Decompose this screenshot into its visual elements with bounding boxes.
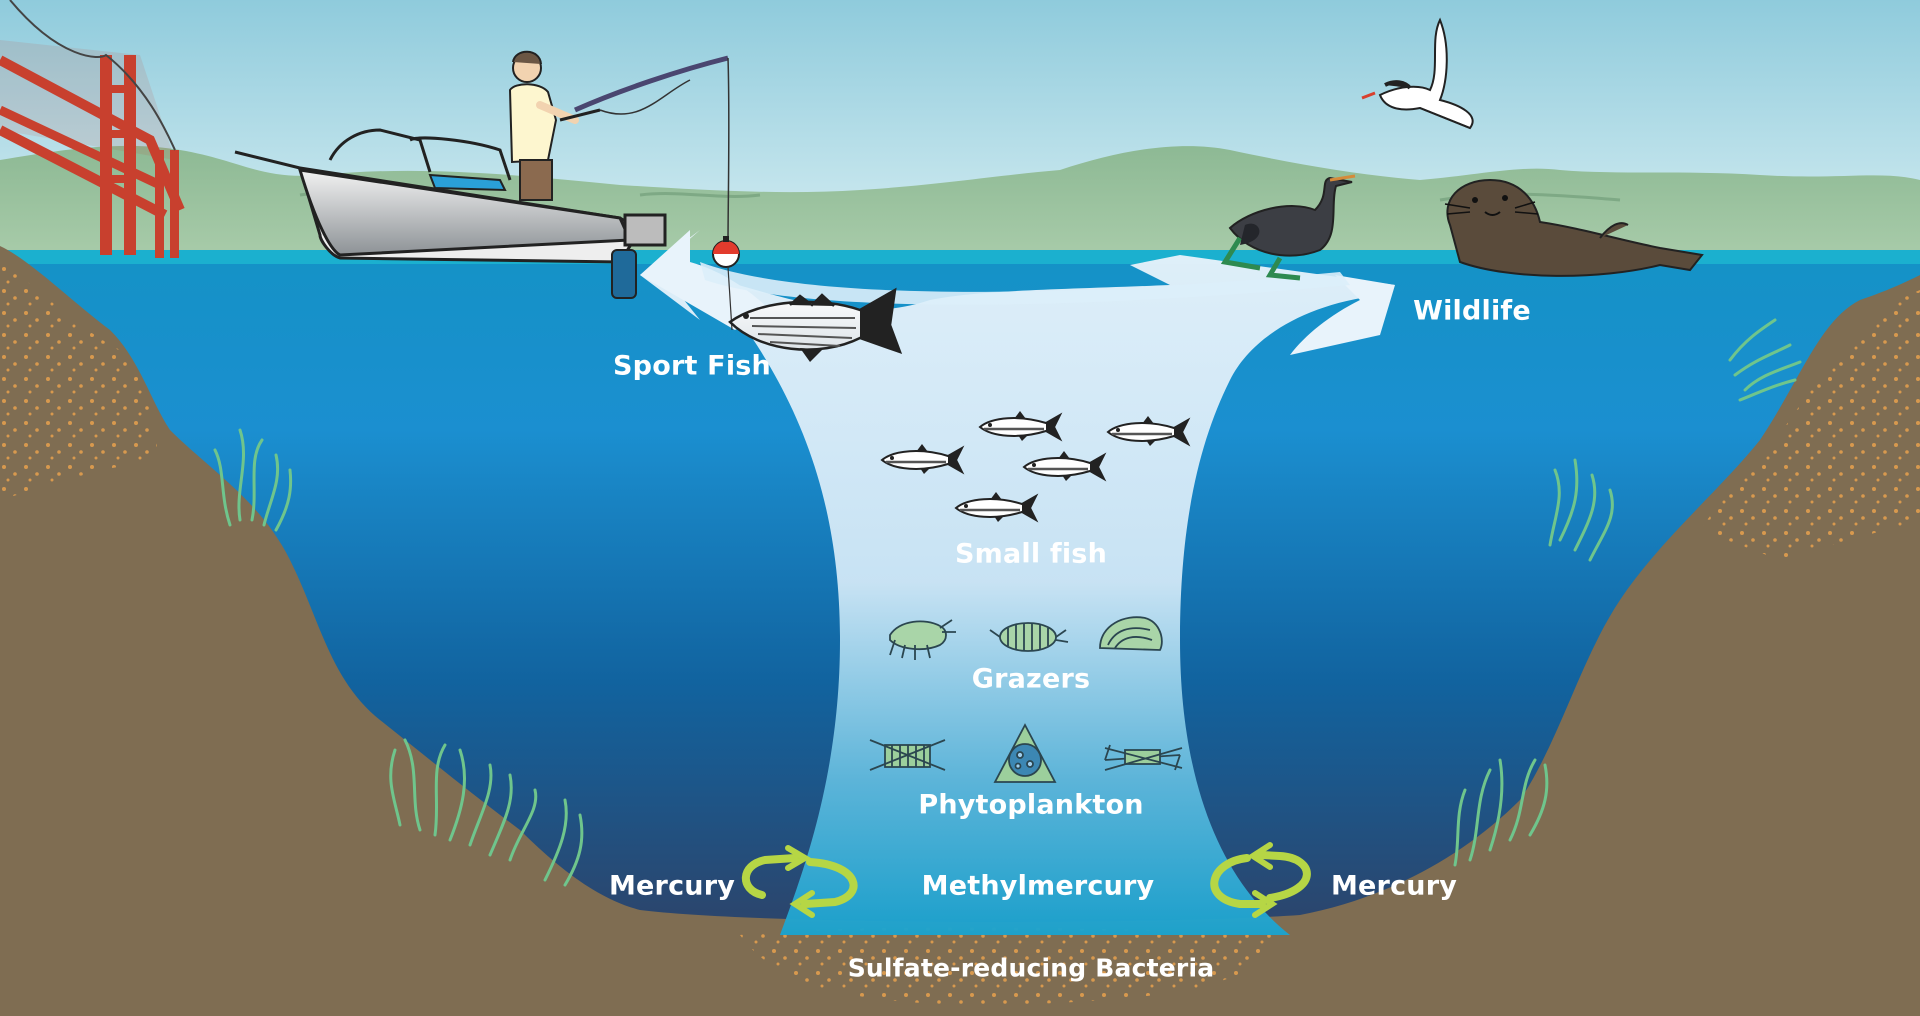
label-mercury-right: Mercury xyxy=(1331,871,1457,902)
label-phytoplankton: Phytoplankton xyxy=(918,790,1143,821)
label-methylmercury: Methylmercury xyxy=(922,871,1155,902)
label-sulfate-reducing-bacteria: Sulfate-reducing Bacteria xyxy=(848,954,1215,983)
label-wildlife: Wildlife xyxy=(1413,296,1531,327)
label-mercury-left: Mercury xyxy=(609,871,735,902)
label-sport-fish: Sport Fish xyxy=(613,351,771,382)
label-small-fish: Small fish xyxy=(955,539,1107,570)
label-grazers: Grazers xyxy=(972,664,1091,695)
